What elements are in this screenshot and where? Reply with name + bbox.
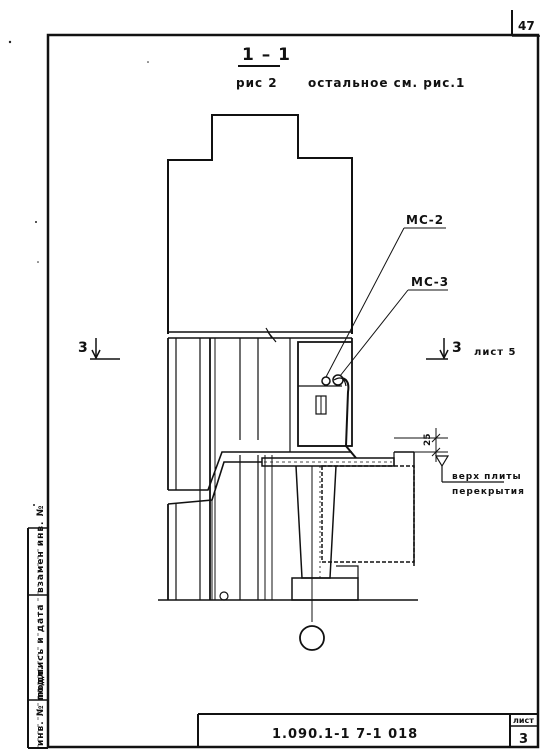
section-mark-right: 3 лист 5 [426,338,517,360]
callout-ms2: МС-2 [406,213,444,227]
inclined-bracket [167,451,352,600]
figure-label: рис 2 [236,76,278,90]
level-marker [434,455,504,483]
section-heading: 1 – 1 рис 2 остальное см. рис.1 [236,45,465,90]
dimension-value: 25 [423,433,433,446]
upper-wall-block [167,114,353,334]
tapered-column [291,465,359,622]
floor-slab [261,451,415,566]
sheet-number: 3 [519,732,528,747]
axis-bubble [299,625,325,651]
document-code: 1.090.1-1 7-1 018 [272,727,418,742]
section-mark-left-number: 3 [78,340,89,356]
drawing-frame [46,33,540,749]
stamp-signature-date: подпись и дата [36,604,46,698]
opening-block [289,338,353,452]
embedded-part [298,374,357,459]
sheet-label: лист [513,716,534,725]
page-number-box: 47 [511,10,540,37]
leader-lines [325,227,448,378]
dimension-mark [394,428,448,462]
side-stamp: взамен инв. № подпись и дата инв. № подл… [27,505,48,749]
section-label: 1 – 1 [242,45,291,65]
bolt-circle [219,591,229,601]
level-note-line1: верх плиты [452,472,522,482]
page-number: 47 [518,19,535,33]
figure-note: остальное см. рис.1 [308,76,465,90]
level-note-line2: перекрытия [452,487,525,497]
scan-specks [8,40,149,506]
section-mark-left: 3 [78,338,120,360]
slab-strip [168,327,352,343]
stamp-inventory-no: инв. № подл. [36,666,46,746]
section-mark-right-number: 3 [452,340,463,356]
anchor-circle [321,376,331,386]
section-mark-right-reference: лист 5 [474,347,517,358]
callout-ms3: МС-3 [411,275,449,289]
stamp-replaced-inv: взамен инв. № [36,505,46,593]
title-block: 1.090.1-1 7-1 018 лист 3 [197,713,538,748]
lower-wall-panel [167,338,273,600]
